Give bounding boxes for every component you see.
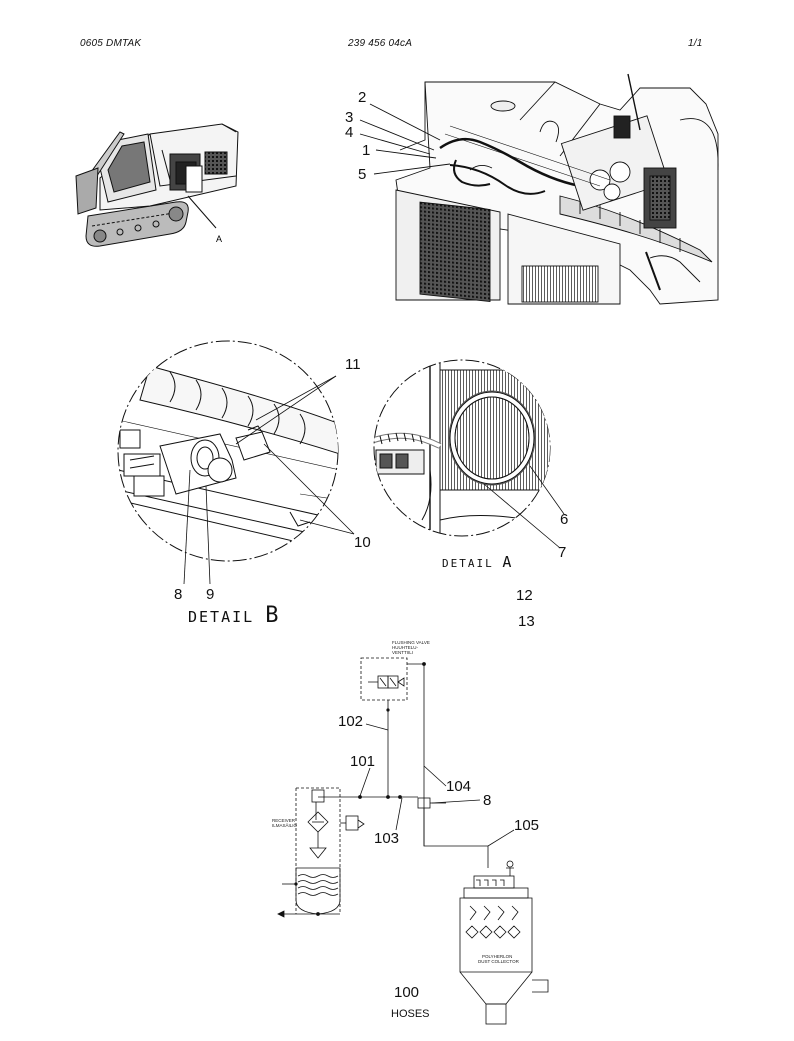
callout-101: 101 <box>350 753 376 770</box>
detail-b-title-word: DETAIL <box>188 608 255 626</box>
collector-label-line-1: POLYHERLON <box>482 954 512 959</box>
callout-5: 5 <box>358 166 367 183</box>
header-page-number: 1/1 <box>688 38 703 49</box>
assembly-number: 100 <box>394 984 420 1001</box>
detail-a-reference-label: A <box>216 234 222 244</box>
detail-a-title: DETAIL A <box>442 553 513 571</box>
callout-3: 3 <box>345 109 354 126</box>
collector-label-line-2: DUST COLLECTOR <box>478 959 520 964</box>
detail-a-leaders <box>483 465 565 549</box>
valve-label-line-1: FLUSHING VALVE <box>392 640 430 645</box>
detail-b-title-letter: B <box>265 603 281 628</box>
detail-a-title-word: DETAIL <box>442 557 494 570</box>
detail-b-leaders <box>183 375 355 585</box>
callout-7: 7 <box>558 544 567 561</box>
valve-label-line-2: HUUHTELU- <box>392 645 419 650</box>
detail-a-title-letter: A <box>502 553 514 571</box>
header-part-number: 239 456 04cA <box>348 38 413 49</box>
flushing-schematic <box>277 657 549 1025</box>
callout-9: 9 <box>206 586 215 603</box>
callout-12: 12 <box>516 587 533 604</box>
callout-105: 105 <box>514 817 540 834</box>
receiver-label-line-1: RECEIVER <box>272 818 296 823</box>
callout-13: 13 <box>518 613 535 630</box>
detail-b-illustration <box>118 365 338 553</box>
callout-10: 10 <box>354 534 371 551</box>
callout-11: 11 <box>345 356 361 373</box>
callout-2: 2 <box>358 89 367 106</box>
valve-label-line-3: VENTTIILI <box>392 650 413 655</box>
receiver-label-line-2: ILMASÄILIÖ <box>272 822 298 828</box>
callout-6: 6 <box>560 511 569 528</box>
assembly-title: HOSES <box>391 1008 430 1020</box>
rig-overview-illustration <box>75 123 239 247</box>
callout-4: 4 <box>345 124 354 141</box>
callout-102: 102 <box>338 713 364 730</box>
detail-b-title: DETAIL B <box>188 603 280 628</box>
callout-104: 104 <box>446 778 472 795</box>
engine-compartment-illustration <box>359 73 719 305</box>
callout-8-detail-b: 8 <box>174 586 183 603</box>
header-doc-code: 0605 DMTAK <box>80 38 142 49</box>
callout-1: 1 <box>362 142 371 159</box>
callout-103: 103 <box>374 830 400 847</box>
callout-8-schematic: 8 <box>483 792 492 809</box>
detail-a-illustration <box>374 360 550 536</box>
